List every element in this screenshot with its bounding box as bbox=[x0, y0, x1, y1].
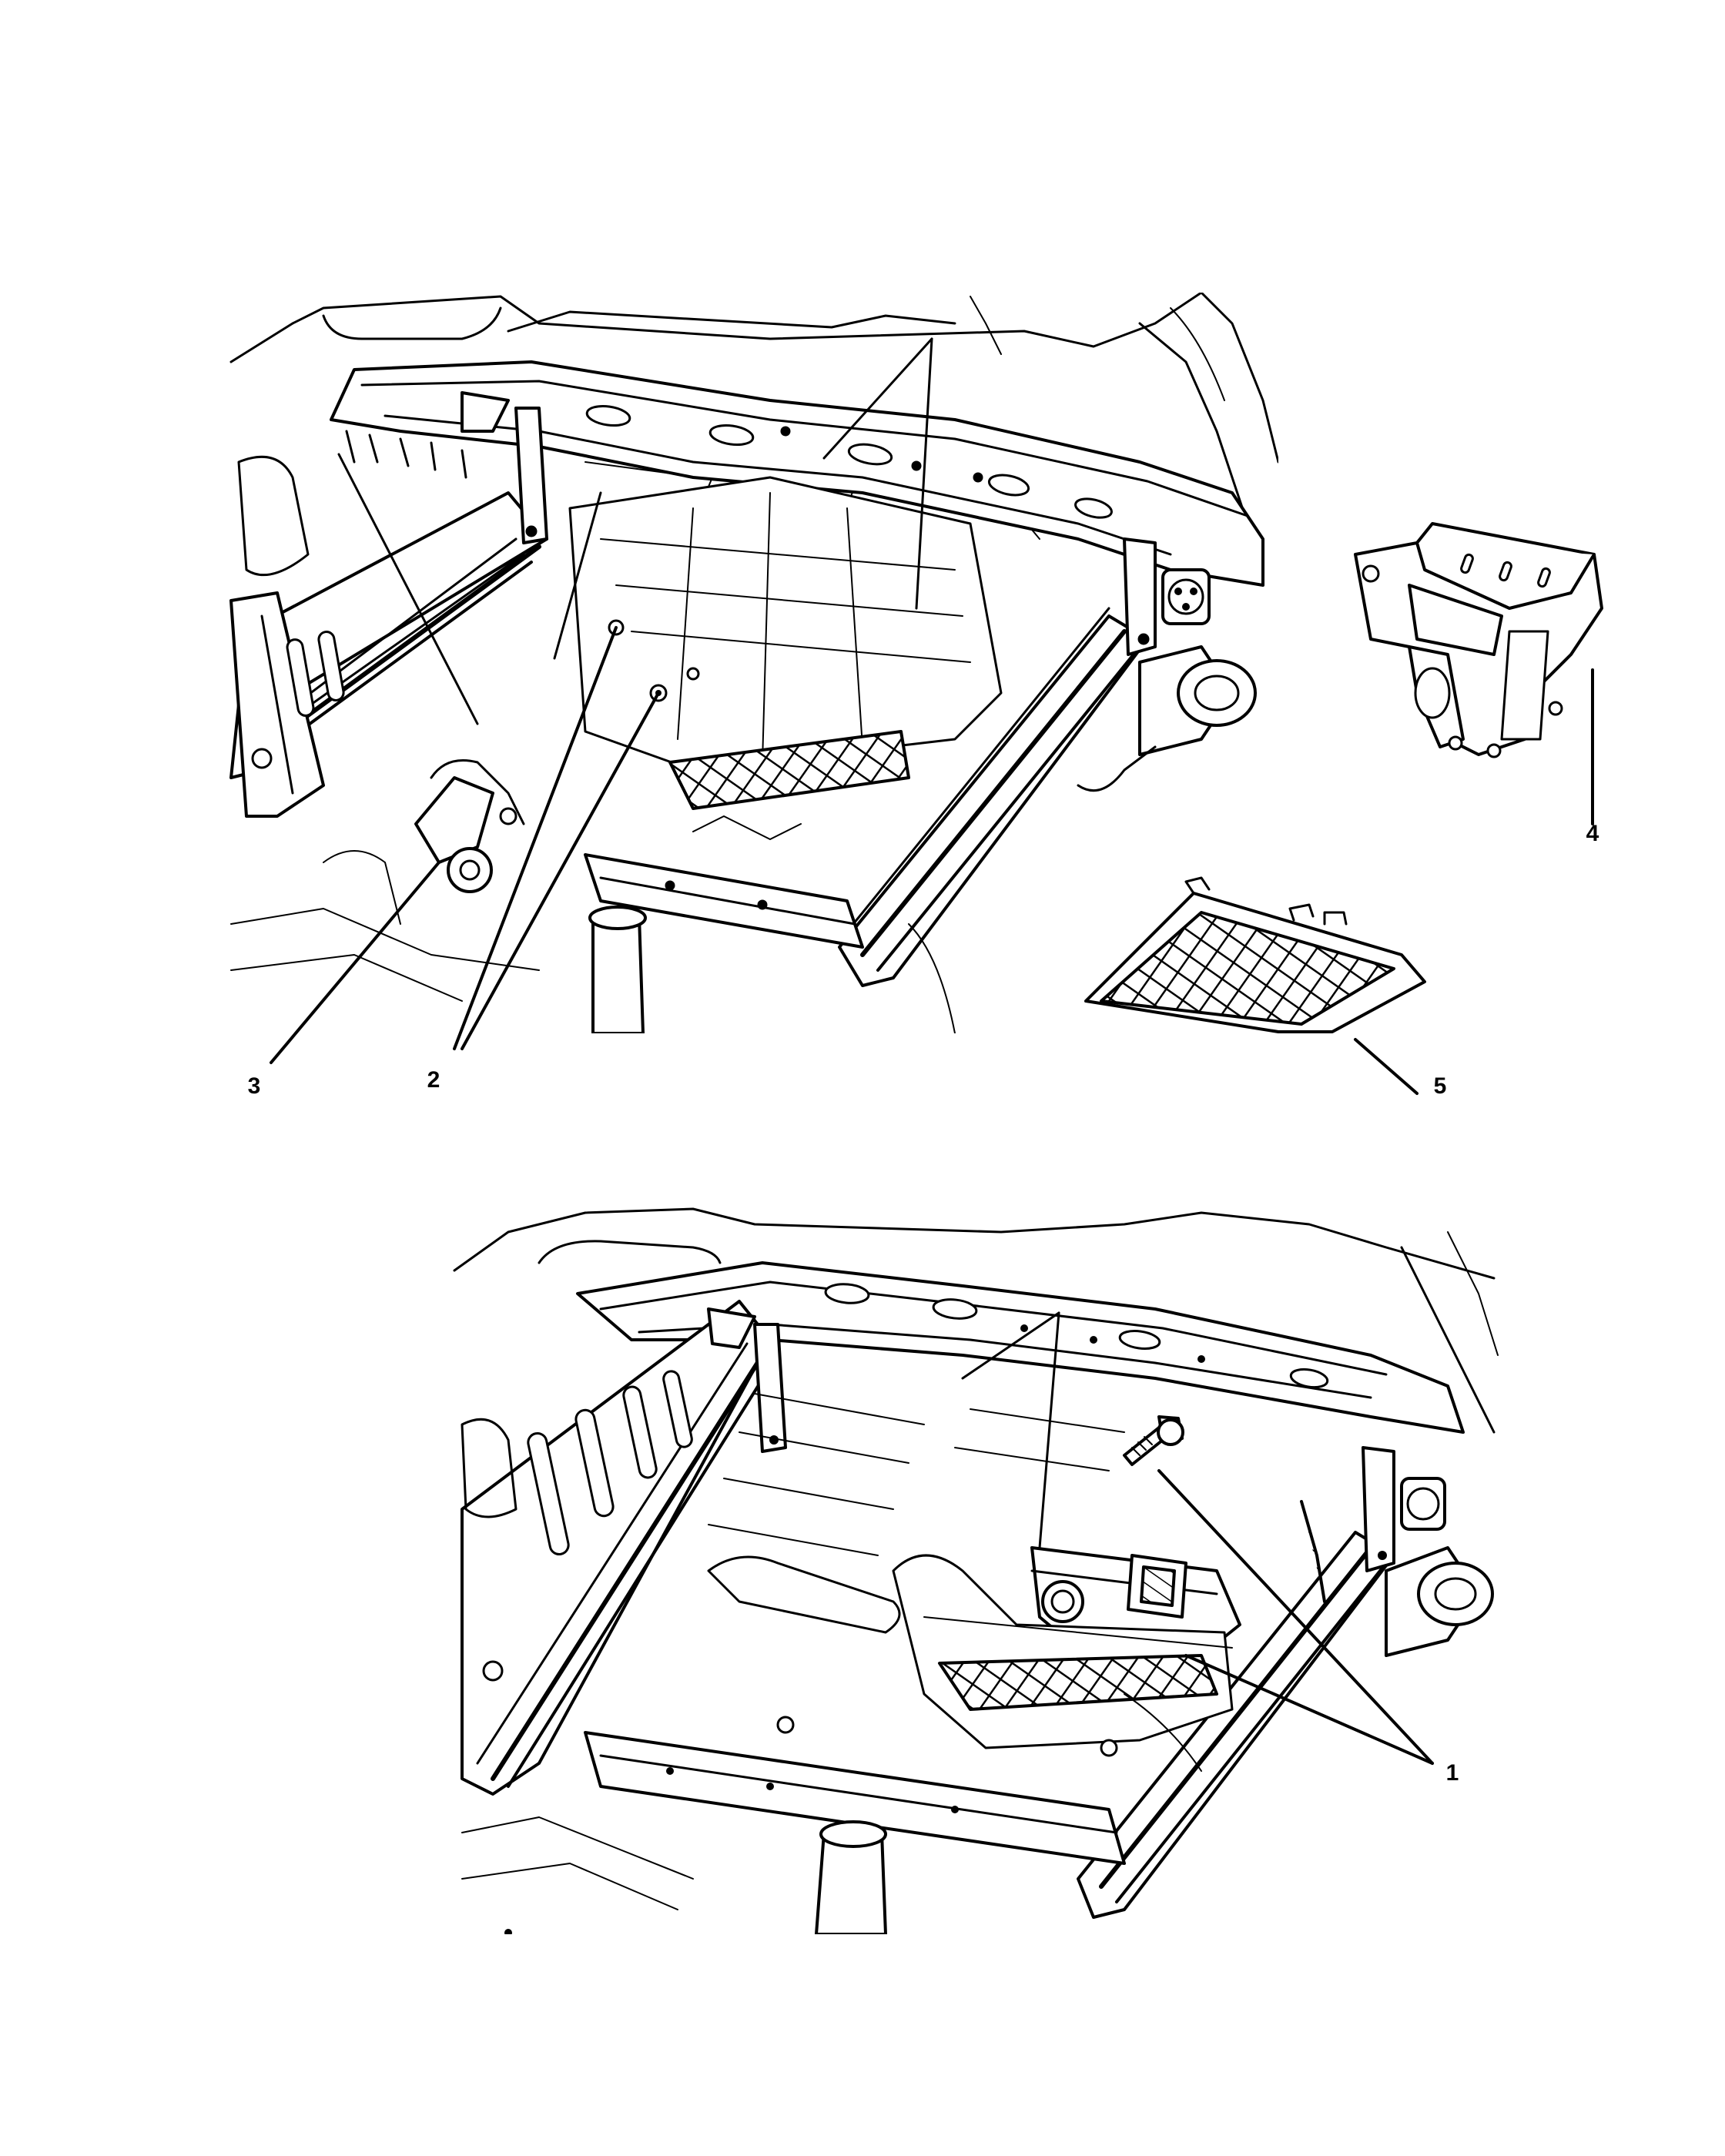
callout-4: 4 bbox=[1586, 821, 1599, 846]
part-4-mounting-bracket bbox=[1354, 522, 1603, 825]
callout-5: 5 bbox=[1434, 1073, 1447, 1099]
top-underbody-view bbox=[229, 293, 1278, 1033]
exhaust-tip-bottom bbox=[1385, 1546, 1494, 1657]
receiver-connector bbox=[1161, 568, 1211, 625]
callout-3: 3 bbox=[248, 1073, 261, 1099]
callout-labels: 3 2 4 5 1 bbox=[248, 821, 1599, 1786]
bottom-underbody-view bbox=[453, 1207, 1499, 1934]
part-5-skid-plate bbox=[1084, 876, 1426, 1095]
callout-1: 1 bbox=[1446, 1760, 1459, 1786]
receiver-connector-bottom bbox=[1400, 1477, 1446, 1531]
leader-lines-top bbox=[270, 337, 933, 1064]
callout-2: 2 bbox=[427, 1067, 440, 1093]
tow-hook bbox=[414, 759, 525, 893]
exhaust-tip bbox=[1138, 645, 1257, 756]
leader-lines-bottom bbox=[961, 1311, 1434, 1765]
